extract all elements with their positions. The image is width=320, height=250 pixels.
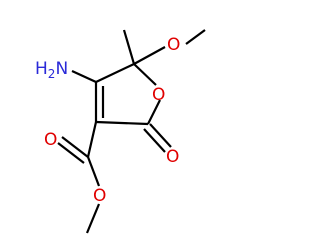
ring-o-label: O — [152, 85, 165, 105]
bond-c5-methoxy-o — [133, 46, 166, 65]
methoxy-o-label: O — [167, 35, 180, 55]
molecule-structure: H2N O O O O O — [35, 29, 206, 234]
bond-c2-c3 — [95, 120, 149, 126]
bond-methoxy-o-methyl — [185, 29, 206, 45]
bond-ester-c-carbonyl-o — [61, 136, 89, 158]
bond-c4-c5 — [95, 63, 135, 83]
ester-carbonyl-o-label: O — [44, 130, 57, 150]
ester-o-label: O — [93, 186, 106, 206]
bond-c4-n — [71, 70, 97, 83]
bond-c5-methyl — [122, 29, 136, 65]
structure-canvas: H2N O O O O O — [35, 29, 206, 234]
bond-c2-carbonyl-o-double — [143, 128, 166, 153]
bond-ring-o-c2 — [147, 99, 161, 125]
bond-c3-ester-c — [86, 121, 98, 158]
bond-c2-carbonyl-o — [149, 123, 172, 148]
bond-ester-o-methyl — [85, 203, 101, 234]
bond-c5-ring-o — [133, 63, 157, 86]
bond-ester-c-o — [86, 156, 101, 187]
bond-ester-c-carbonyl-o-double — [57, 142, 85, 164]
amine-label: H2N — [35, 59, 68, 81]
lactone-carbonyl-o-label: O — [166, 147, 179, 167]
